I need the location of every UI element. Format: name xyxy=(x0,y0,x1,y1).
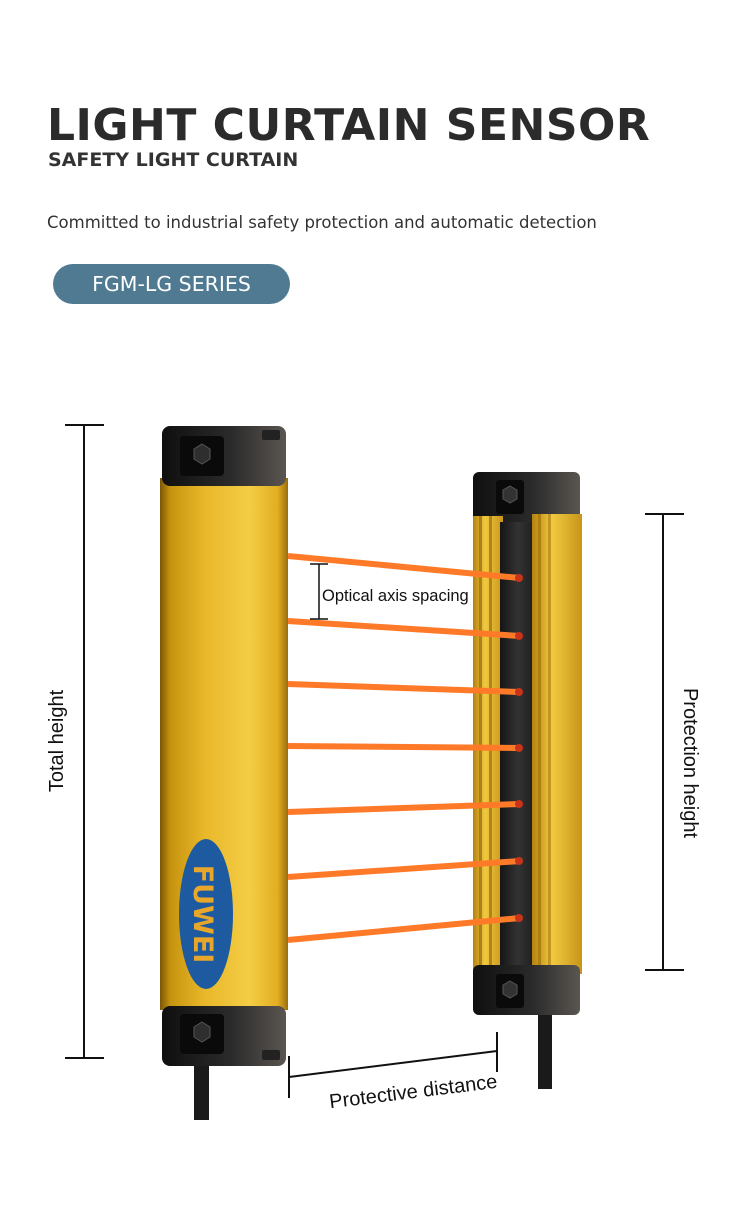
page-title: LIGHT CURTAIN SENSOR xyxy=(47,100,651,151)
receiver-unit xyxy=(473,472,582,1015)
series-badge: FGM-LG SERIES xyxy=(53,264,290,304)
screw-icon xyxy=(502,980,518,999)
screw-icon xyxy=(193,443,211,465)
light-beam xyxy=(287,681,521,695)
receiver-lens-panel xyxy=(500,522,536,966)
axis-spacing-label: Optical axis spacing xyxy=(322,587,469,605)
protective-distance-label: Protective distance xyxy=(328,1071,498,1113)
left-cable xyxy=(194,1060,209,1120)
protection-height-label: Protection height xyxy=(679,688,701,839)
total-height-label: Total height xyxy=(46,689,68,792)
screw-icon xyxy=(502,485,518,504)
light-beam xyxy=(287,553,521,581)
light-beam xyxy=(287,801,521,815)
page-subtitle: SAFETY LIGHT CURTAIN xyxy=(48,149,299,171)
light-beam xyxy=(287,858,521,880)
light-beam xyxy=(287,743,521,751)
fuwei-logo-oval xyxy=(179,839,233,989)
screw-icon xyxy=(193,1021,211,1043)
total-height-dimension: Total height xyxy=(46,424,104,1059)
protective-distance-dimension: Protective distance xyxy=(288,1032,498,1113)
axis-spacing-dimension: Optical axis spacing xyxy=(310,563,469,620)
light-beam xyxy=(287,618,521,639)
light-beam xyxy=(287,915,521,943)
fuwei-logo-text: FUWEI xyxy=(187,865,218,964)
tagline: Committed to industrial safety protectio… xyxy=(47,213,597,232)
protection-height-dimension: Protection height xyxy=(645,513,701,971)
right-cable xyxy=(538,1012,552,1089)
light-beams xyxy=(287,553,523,943)
emitter-unit: FUWEI xyxy=(160,426,288,1066)
receiver-bottom-cap xyxy=(473,965,580,1015)
receiver-left-rail xyxy=(473,516,503,971)
